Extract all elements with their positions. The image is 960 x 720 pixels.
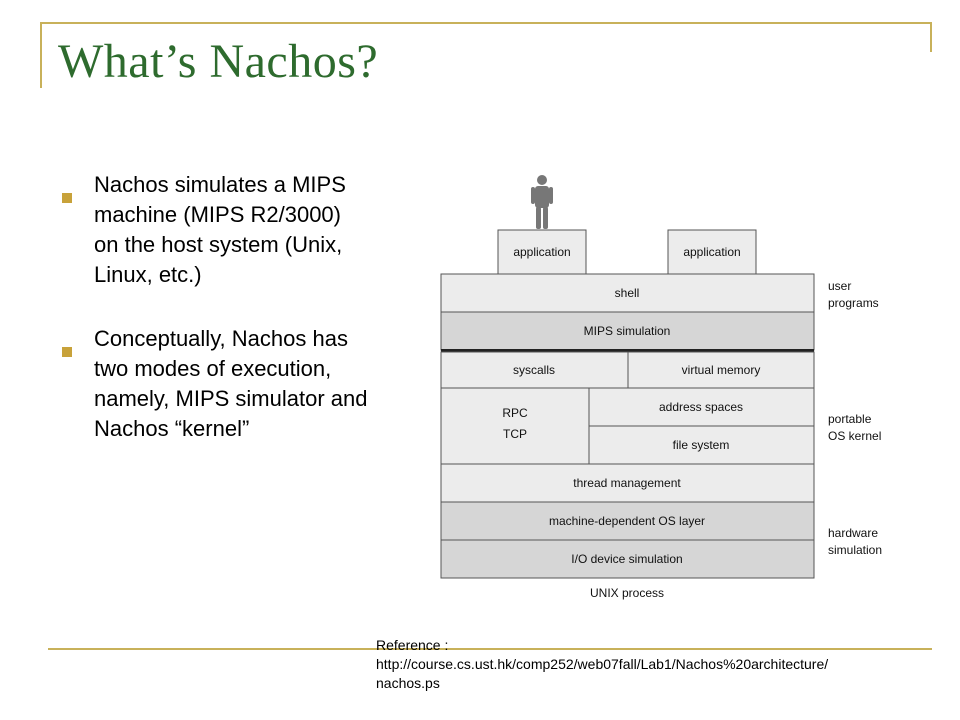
shell-label: shell	[615, 286, 640, 300]
syscalls-label: syscalls	[513, 363, 555, 377]
machine-dependent-layer	[440, 501, 815, 541]
bullet-text: Nachos simulates a MIPS machine (MIPS R2…	[94, 172, 346, 287]
file-system-label: file system	[673, 438, 730, 452]
shell-layer	[440, 273, 815, 313]
machine-dependent-label: machine-dependent OS layer	[549, 514, 705, 528]
mips-simulation-layer	[440, 311, 815, 351]
bullet-text: Conceptually, Nachos has two modes of ex…	[94, 326, 368, 441]
bullet-item: Conceptually, Nachos has two modes of ex…	[60, 324, 370, 444]
title-frame-right	[930, 22, 932, 52]
thread-management-label: thread management	[573, 476, 681, 490]
io-device-label: I/O device simulation	[571, 552, 682, 566]
virtual-memory-label: virtual memory	[682, 363, 761, 377]
unix-process-caption: UNIX process	[590, 586, 664, 600]
kernel-separator	[441, 349, 814, 352]
tcp-label: TCP	[503, 427, 527, 441]
rpc-tcp-box	[440, 387, 590, 465]
mips-simulation-label: MIPS simulation	[584, 324, 671, 338]
side-label-simulation: simulation	[828, 543, 882, 557]
address-spaces-label: address spaces	[659, 400, 743, 414]
title-frame-top	[40, 22, 932, 24]
side-label-hardware: hardware	[828, 526, 878, 540]
bullet-list: Nachos simulates a MIPS machine (MIPS R2…	[60, 170, 370, 478]
application-box-right	[667, 229, 757, 275]
diagram-canvas: application application shell MIPS simul…	[440, 175, 882, 600]
thread-management-layer	[440, 463, 815, 503]
rpc-label: RPC	[502, 406, 528, 420]
side-label-user: user	[828, 279, 851, 293]
person-icon	[531, 175, 553, 229]
bullet-square-icon	[62, 193, 72, 203]
bullet-item: Nachos simulates a MIPS machine (MIPS R2…	[60, 170, 370, 290]
reference-url-line1[interactable]: http://course.cs.ust.hk/comp252/web07fal…	[376, 656, 829, 672]
reference-label: Reference :	[376, 637, 449, 653]
reference-note: Reference : http://course.cs.ust.hk/comp…	[376, 636, 936, 693]
bullet-square-icon	[62, 347, 72, 357]
application-box-left	[497, 229, 587, 275]
side-label-portable: portable	[828, 412, 872, 426]
title-frame-left	[40, 22, 42, 88]
application-label-left: application	[513, 245, 570, 259]
file-system-box	[588, 425, 815, 465]
reference-url-line2[interactable]: nachos.ps	[376, 675, 440, 691]
slide-title: What’s Nachos?	[58, 35, 379, 88]
side-label-programs: programs	[828, 296, 879, 310]
nachos-architecture-diagram: application application shell MIPS simul…	[430, 168, 900, 608]
footer-rule	[48, 648, 932, 650]
application-label-right: application	[683, 245, 740, 259]
io-device-layer	[440, 539, 815, 579]
side-label-os-kernel: OS kernel	[828, 429, 881, 443]
